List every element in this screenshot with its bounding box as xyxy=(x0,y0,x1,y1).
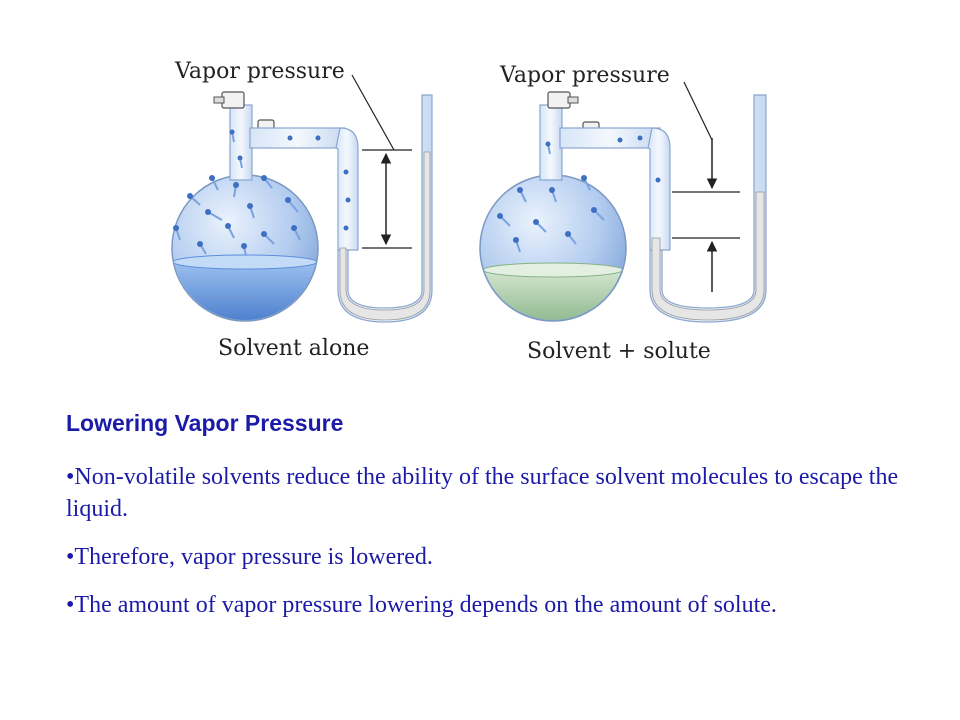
stopcock-right xyxy=(547,91,571,109)
vapor-pressure-diagram: Vapor pressure Solvent alone xyxy=(171,59,767,364)
label-solvent-solute: Solvent + solute xyxy=(527,339,711,364)
vapor-molecules-left xyxy=(173,129,351,257)
bullet-2: •Therefore, vapor pressure is lowered. xyxy=(66,544,433,570)
label-solvent-alone: Solvent alone xyxy=(218,336,369,361)
stopcock-left xyxy=(221,91,245,109)
bullet-1: •Non-volatile solvents reduce the abilit… xyxy=(66,464,899,522)
vapor-molecules-right xyxy=(497,135,661,253)
section-heading: Lowering Vapor Pressure xyxy=(66,410,344,436)
apparatus-solvent-alone: Vapor pressure Solvent alone xyxy=(171,59,433,361)
explanation-section: Lowering Vapor Pressure •Non-volatile so… xyxy=(66,410,906,637)
label-vapor-pressure-right: Vapor pressure xyxy=(499,63,670,88)
bullet-3: •The amount of vapor pressure lowering d… xyxy=(66,592,777,618)
apparatus-solvent-solute: Vapor pressure Solvent + solute xyxy=(479,63,767,364)
label-vapor-pressure-left: Vapor pressure xyxy=(174,59,345,84)
